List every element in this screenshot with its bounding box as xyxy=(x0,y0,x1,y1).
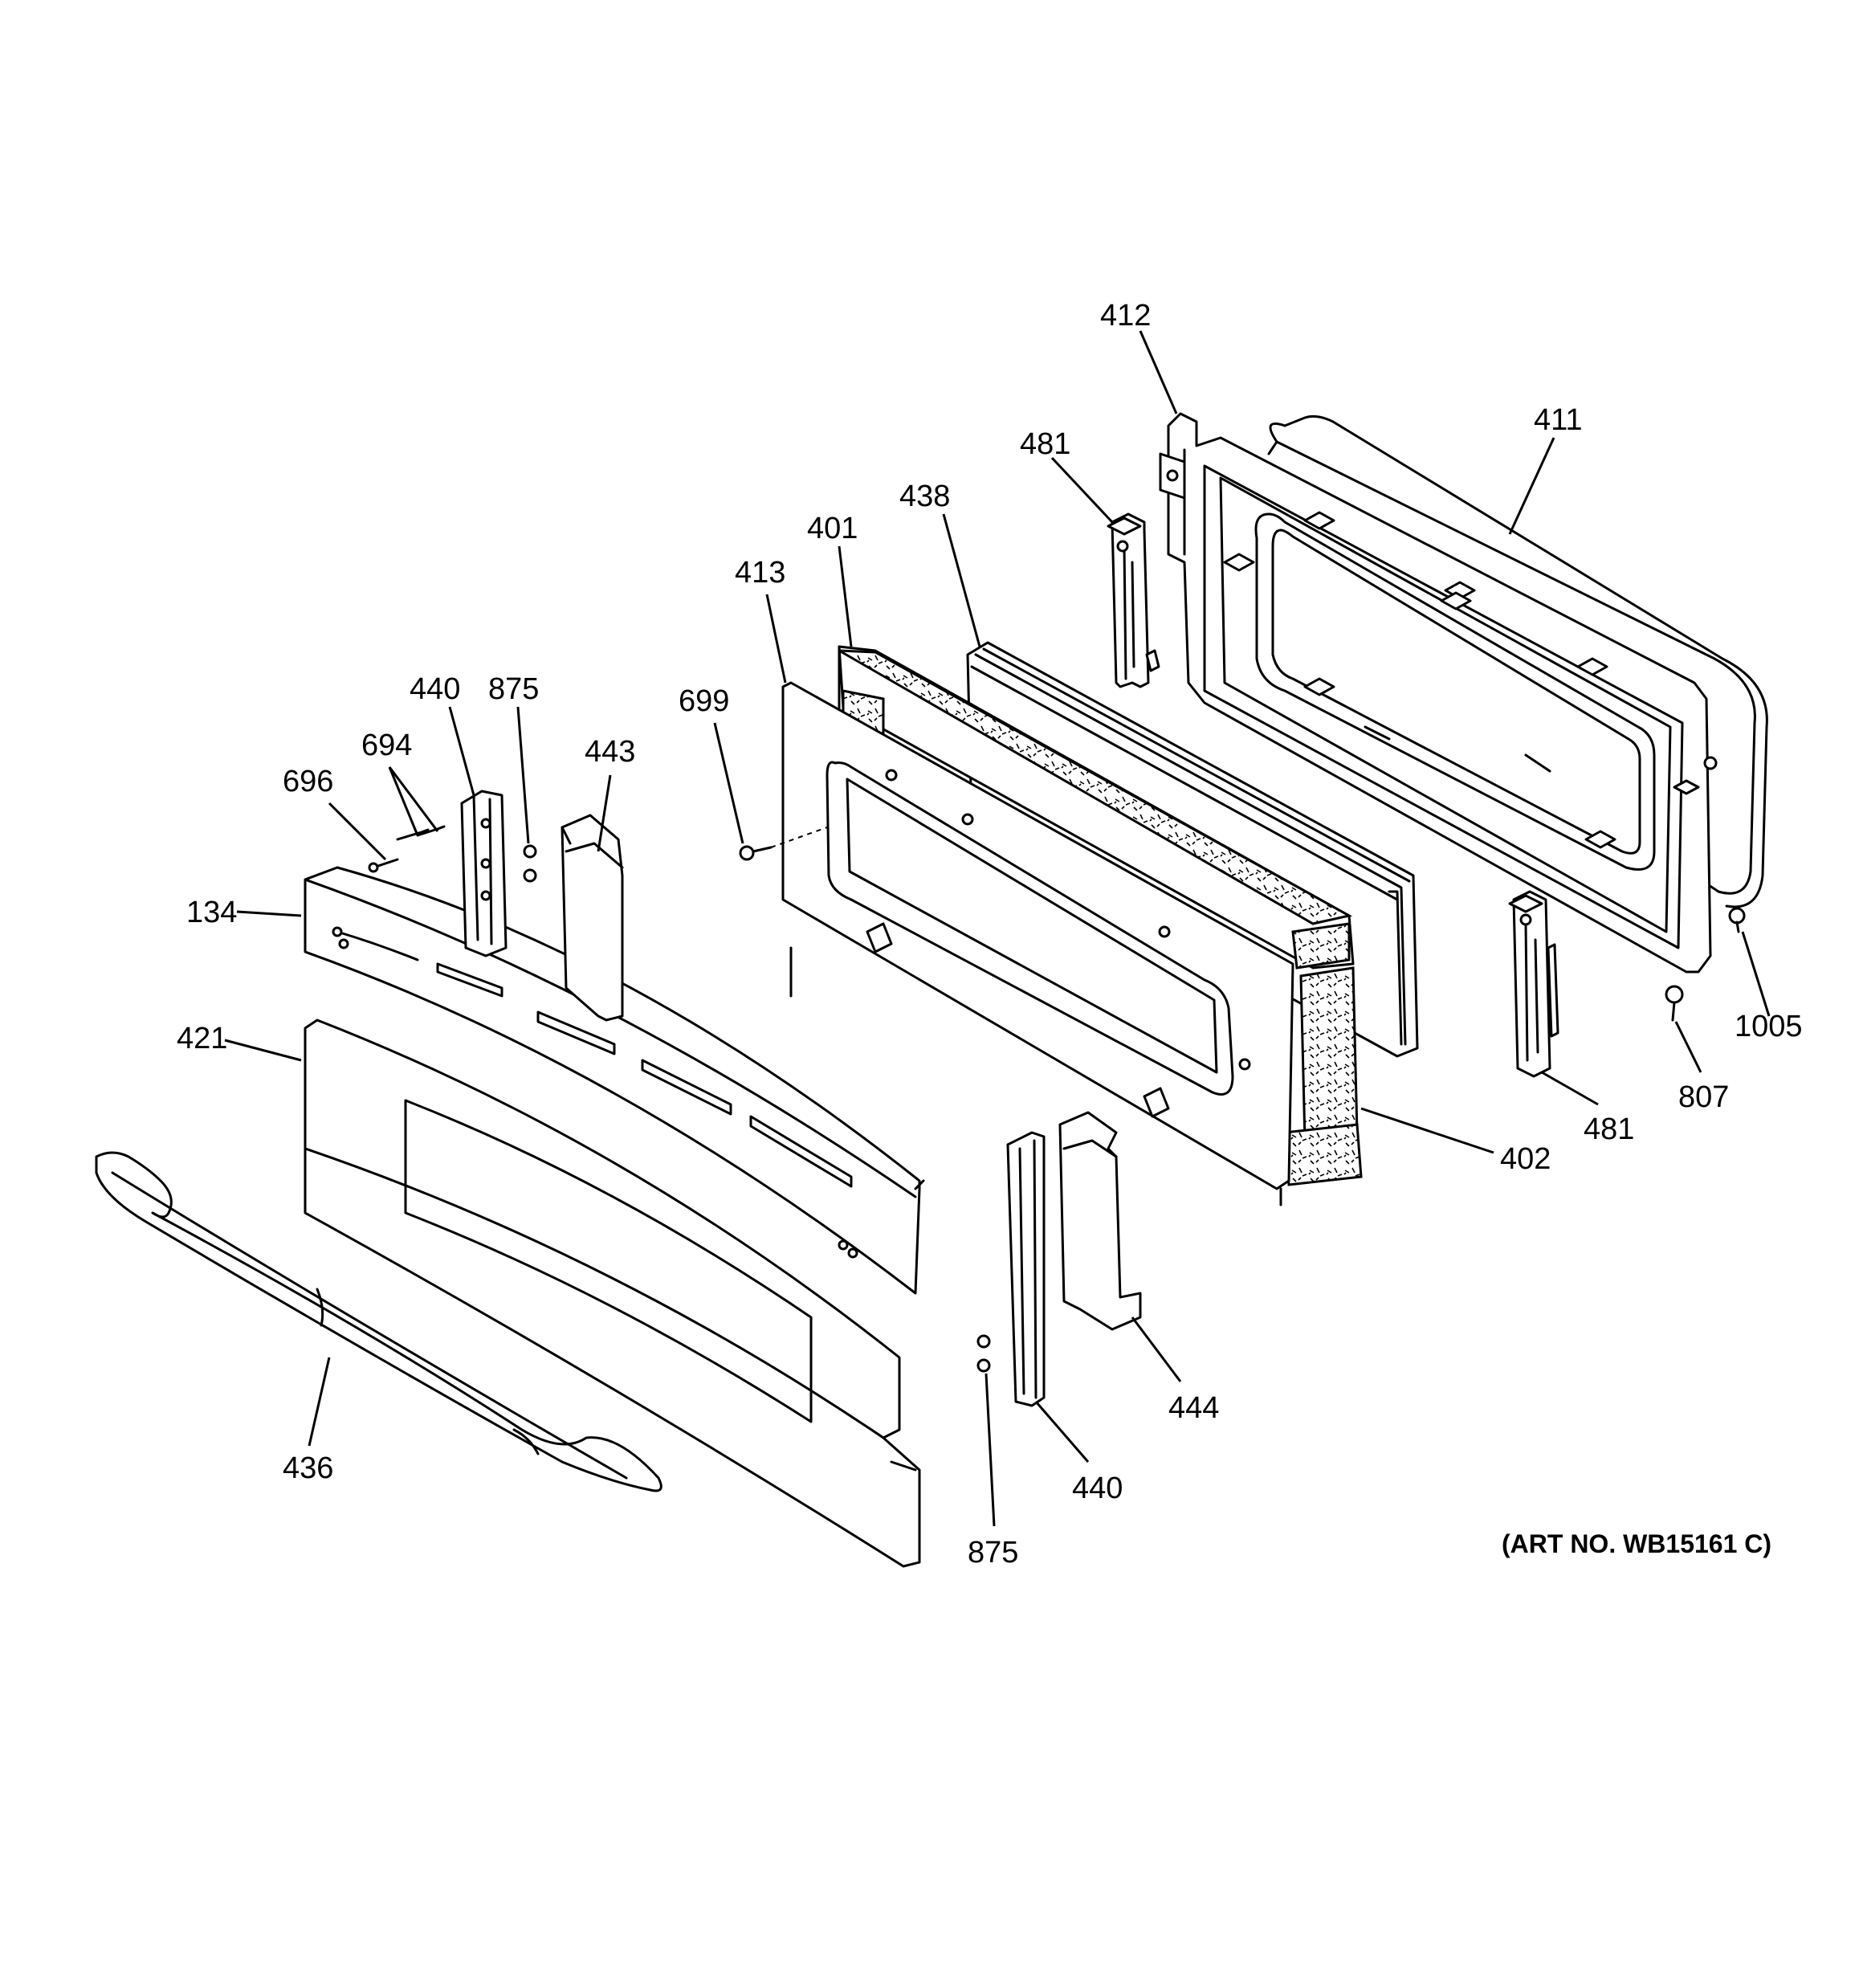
callout-694: 694 xyxy=(361,729,412,762)
part-443-bracket xyxy=(561,814,624,1022)
leader-lines xyxy=(224,330,1771,1527)
part-411-gasket xyxy=(1267,414,1768,908)
callout-875-top: 875 xyxy=(488,672,539,706)
callout-labels: 412 411 481 438 401 413 699 440 875 694 … xyxy=(177,299,1803,1570)
part-421-outer-door xyxy=(304,1018,921,1568)
callout-401: 401 xyxy=(807,512,858,545)
part-696-screw xyxy=(368,858,399,873)
part-444-bracket xyxy=(1058,1111,1142,1331)
callout-807: 807 xyxy=(1678,1080,1729,1114)
callout-402: 402 xyxy=(1500,1142,1551,1176)
callout-438: 438 xyxy=(899,480,950,513)
callout-413: 413 xyxy=(735,556,785,590)
callout-481-top: 481 xyxy=(1020,427,1070,461)
part-440-bracket-top xyxy=(460,790,508,957)
callout-1005: 1005 xyxy=(1735,1010,1803,1043)
part-412-door-liner xyxy=(1159,412,1718,974)
callout-699: 699 xyxy=(679,684,729,718)
part-440-bracket-bottom xyxy=(1006,1131,1046,1407)
part-875-screws-top xyxy=(523,844,537,883)
callout-134: 134 xyxy=(186,896,237,929)
part-481-hinge-top xyxy=(1107,512,1160,688)
callout-440-bottom: 440 xyxy=(1072,1472,1123,1505)
part-875-screws-bottom xyxy=(976,1334,991,1373)
callout-411: 411 xyxy=(1534,403,1583,437)
part-481-hinge-bottom xyxy=(1508,890,1559,1078)
callout-421: 421 xyxy=(177,1022,227,1055)
part-436-door-handle xyxy=(95,1151,662,1492)
part-807-screw xyxy=(1665,985,1684,1022)
callout-412: 412 xyxy=(1100,299,1151,333)
callout-443: 443 xyxy=(585,735,635,769)
part-694-screws xyxy=(396,825,446,841)
callout-696: 696 xyxy=(283,765,333,798)
part-699-screw xyxy=(739,827,828,861)
callout-444: 444 xyxy=(1168,1391,1219,1425)
part-1005-screw xyxy=(1728,907,1746,933)
callout-440-top: 440 xyxy=(410,672,460,706)
part-402-insulation-rear xyxy=(1283,966,1363,1186)
art-number: (ART NO. WB15161 C) xyxy=(1502,1529,1771,1558)
callout-875-bottom: 875 xyxy=(968,1536,1018,1570)
callout-481-bottom: 481 xyxy=(1584,1112,1634,1146)
part-413-inner-panel xyxy=(781,681,1294,1206)
callout-436: 436 xyxy=(283,1451,333,1485)
